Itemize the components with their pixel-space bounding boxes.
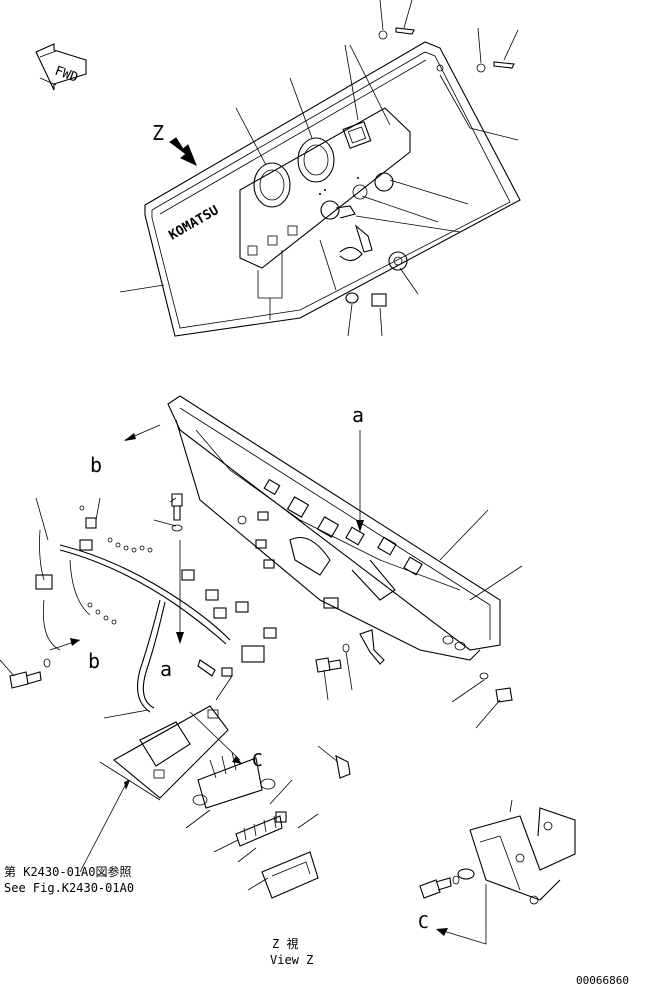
ref-jp: 第 K2430-01A0図参照 <box>4 864 131 879</box>
relay-bracket: C <box>79 705 293 873</box>
view-en: View Z <box>270 953 313 967</box>
rear-panel <box>167 395 501 661</box>
b-left-label: b <box>88 649 100 673</box>
c-bottom-label: C <box>418 912 429 933</box>
leader-lines-top <box>119 0 519 337</box>
bolts-and-washers <box>9 493 513 779</box>
fwd-label: FWD <box>53 64 80 86</box>
dashboard-panel: KOMATSU <box>144 41 521 337</box>
fwd-arrow: FWD <box>35 43 87 91</box>
c-mid-label: C <box>252 750 263 771</box>
mount-bracket: C <box>418 799 576 945</box>
reference-note: 第 K2430-01A0図参照 See Fig.K2430-01A0 <box>4 864 134 895</box>
b-top-label: b <box>90 453 102 477</box>
view-caption: Z 視 View Z <box>270 936 313 967</box>
a-top-label: a <box>352 403 364 427</box>
leader-lines-middle <box>0 497 523 763</box>
drawing-number: 00066860 <box>576 974 629 986</box>
z-label: Z <box>152 121 164 145</box>
callout-arrows: a a b b <box>49 403 364 681</box>
ref-en: See Fig.K2430-01A0 <box>4 881 134 895</box>
brand-label: KOMATSU <box>167 203 222 243</box>
view-jp: Z 視 <box>272 936 298 951</box>
z-view-arrow: Z <box>152 121 197 166</box>
panel-hardware <box>339 27 515 307</box>
terminals <box>213 811 319 899</box>
a-left-label: a <box>160 657 172 681</box>
wire-harness <box>35 505 277 713</box>
